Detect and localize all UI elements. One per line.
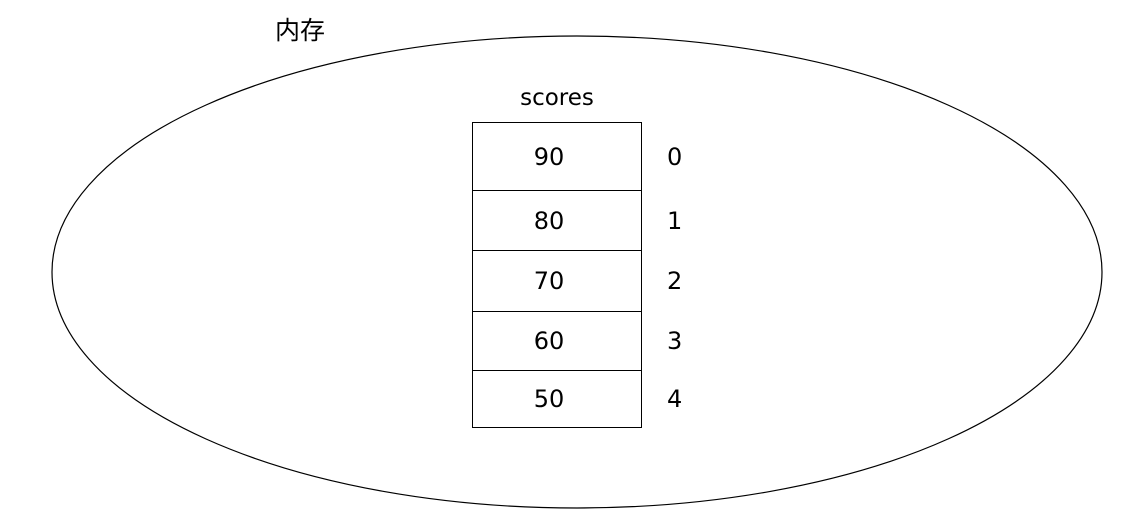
array-index-label: 0 [667,142,683,171]
array-cell-4: 50 4 [473,371,682,428]
array-cell-3: 60 3 [473,312,682,371]
array-cell-0: 90 0 [473,123,682,191]
array-index-label: 3 [667,327,683,355]
array-cell-value: 80 [533,206,565,235]
array-table: 90 0 80 1 70 2 60 3 50 4 [472,122,682,428]
array-cell-2: 70 2 [473,251,682,312]
array-index-label: 2 [667,267,683,295]
array-cell-value: 90 [533,142,565,171]
memory-label: 内存 [275,16,326,45]
array-cell-1: 80 1 [473,191,682,251]
array-name-label: scores [520,85,594,111]
array-index-label: 4 [667,385,683,413]
array-cell-value: 50 [533,385,565,413]
array-cell-value: 70 [533,267,565,295]
array-index-label: 1 [667,206,683,235]
array-cell-value: 60 [533,327,565,355]
